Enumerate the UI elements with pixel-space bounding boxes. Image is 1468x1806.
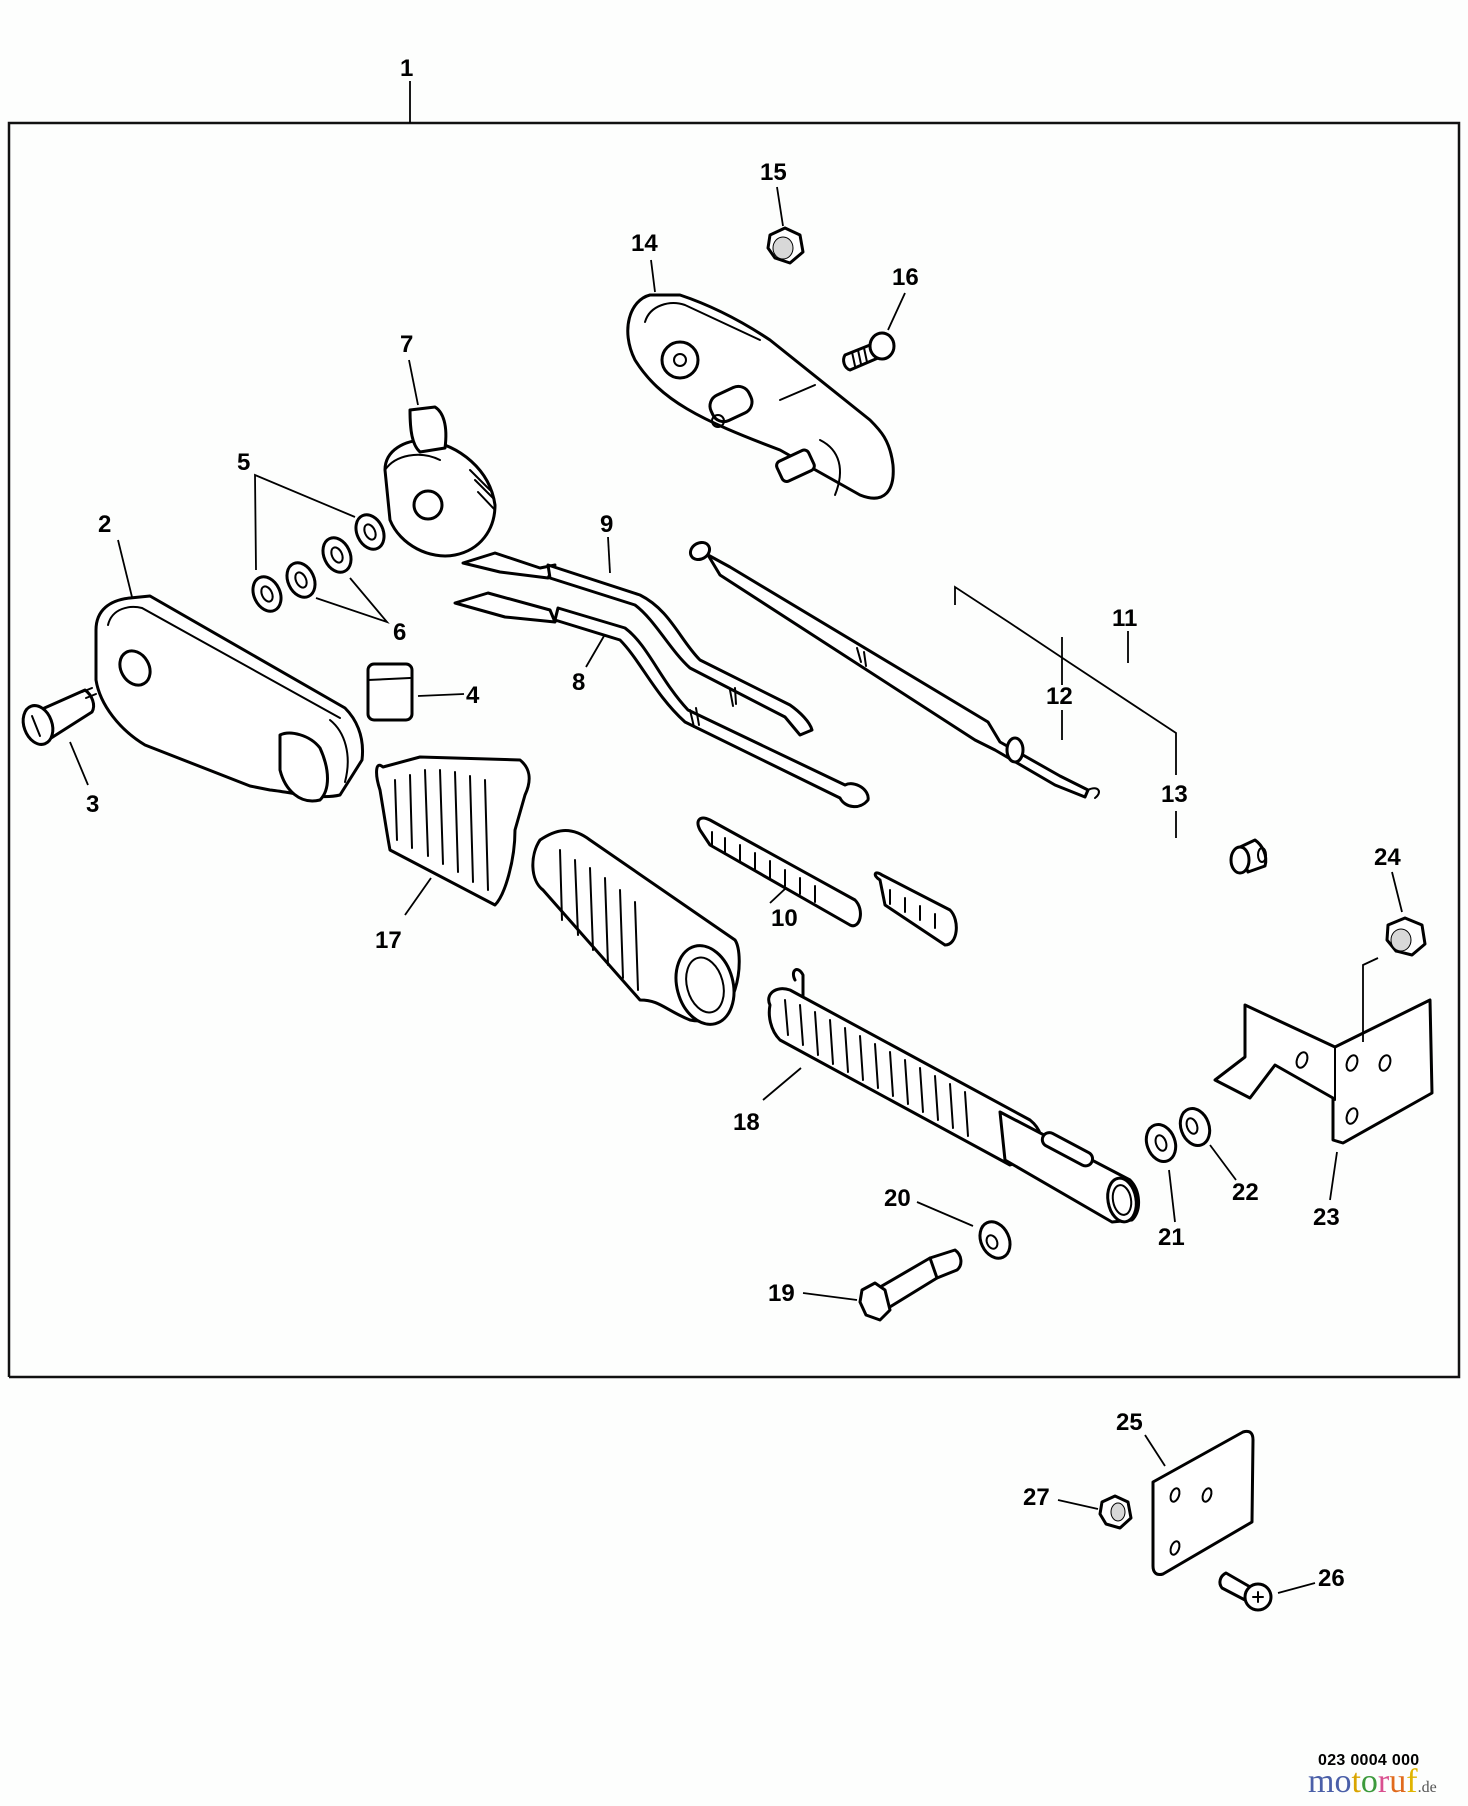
callout-26: 26 xyxy=(1318,1565,1345,1592)
grommet-strip-part[interactable] xyxy=(696,816,958,947)
callout-7: 7 xyxy=(400,331,413,358)
handle-cover-part[interactable] xyxy=(626,293,895,500)
watermark-letter: o xyxy=(1360,1763,1378,1800)
callout-5: 5 xyxy=(237,449,250,476)
flange-nut-part[interactable] xyxy=(1098,1494,1133,1530)
document-code: 023 0004 000 xyxy=(1318,1752,1420,1769)
callout-3: 3 xyxy=(86,791,99,818)
watermark-tld: .de xyxy=(1417,1779,1437,1796)
callout-22: 22 xyxy=(1232,1179,1259,1206)
callout-23: 23 xyxy=(1313,1204,1340,1231)
callout-16: 16 xyxy=(892,264,919,291)
callout-19: 19 xyxy=(768,1280,795,1307)
block-part[interactable] xyxy=(366,662,414,722)
pivot-screw-part[interactable] xyxy=(18,687,97,749)
screw-26-part[interactable] xyxy=(1218,1571,1273,1612)
wire-8[interactable] xyxy=(453,591,870,808)
bracket-part[interactable] xyxy=(1213,998,1434,1145)
watermark-letter: f xyxy=(1406,1763,1418,1800)
washer-20-part[interactable] xyxy=(974,1217,1015,1263)
watermark-letter: t xyxy=(1351,1763,1361,1800)
lock-nut-part[interactable] xyxy=(1385,916,1427,957)
watermark-letter: m xyxy=(1308,1763,1335,1800)
callout-17: 17 xyxy=(375,927,402,954)
callout-25: 25 xyxy=(1116,1409,1143,1436)
shaft-spring-part[interactable] xyxy=(767,968,1140,1225)
callout-13: 13 xyxy=(1161,781,1188,808)
callout-2: 2 xyxy=(98,511,111,538)
plate-part[interactable] xyxy=(1151,1429,1255,1576)
callout-15: 15 xyxy=(760,159,787,186)
callout-4: 4 xyxy=(466,682,480,709)
hex-nut-15-part[interactable] xyxy=(766,226,805,265)
flexible-hose-part[interactable] xyxy=(375,755,743,1031)
callout-12: 12 xyxy=(1046,683,1073,710)
callout-8: 8 xyxy=(572,669,585,696)
watermark-letter: r xyxy=(1377,1763,1390,1800)
callout-20: 20 xyxy=(884,1185,911,1212)
callout-14: 14 xyxy=(631,230,658,257)
housing-part[interactable] xyxy=(94,594,365,803)
assembly-frame xyxy=(7,81,1461,1379)
callout-6: 6 xyxy=(393,619,406,646)
callout-18: 18 xyxy=(733,1109,760,1136)
callout-21: 21 xyxy=(1158,1224,1185,1251)
sleeve-part[interactable] xyxy=(1229,838,1268,875)
washers-21-22[interactable] xyxy=(1141,1104,1214,1165)
callout-1: 1 xyxy=(400,55,413,82)
callout-11: 11 xyxy=(1112,605,1137,632)
callout-24: 24 xyxy=(1374,844,1401,871)
shoulder-bolt-part[interactable] xyxy=(858,1248,963,1322)
callout-10: 10 xyxy=(771,905,798,932)
screw-16-part[interactable] xyxy=(842,331,896,372)
watermark-logo: motoruf.de xyxy=(1308,1764,1437,1806)
callout-9: 9 xyxy=(600,511,613,538)
cable-12[interactable] xyxy=(687,539,1100,799)
wire-9[interactable] xyxy=(461,551,814,737)
callout-27: 27 xyxy=(1023,1484,1050,1511)
watermark-letter: o xyxy=(1334,1763,1352,1800)
washers-5-6[interactable] xyxy=(248,510,390,616)
switch-knob-part[interactable] xyxy=(383,405,497,558)
watermark-letter: u xyxy=(1389,1763,1407,1800)
